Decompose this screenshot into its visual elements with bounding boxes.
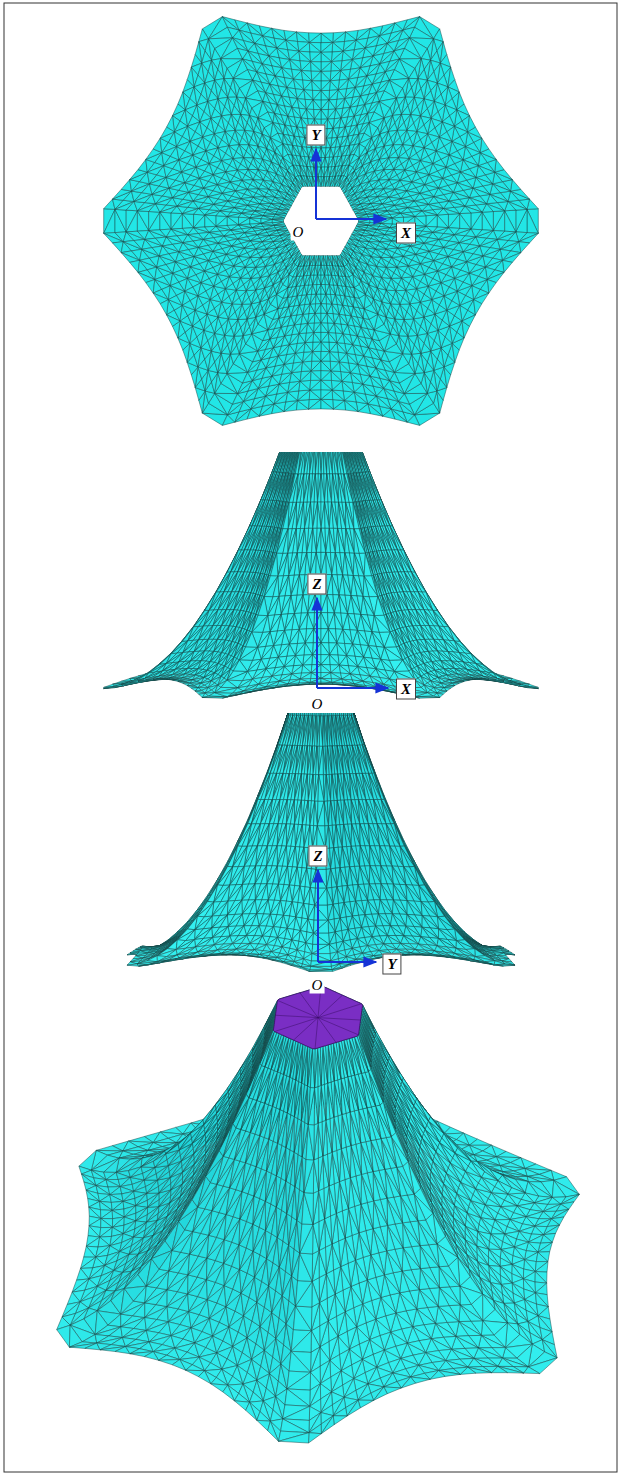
membrane-illustration [0,0,621,1476]
figure-panel: YOXZOXZOY [0,0,621,1476]
